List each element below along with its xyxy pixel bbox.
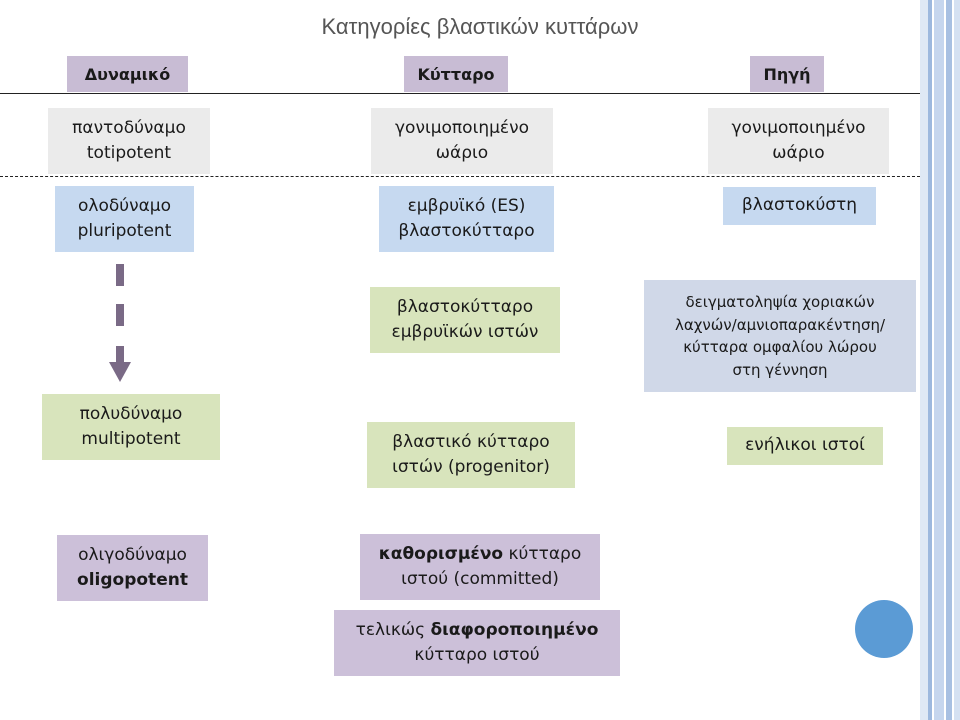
pluripotent-greek: ολοδύναμο (77, 195, 172, 216)
source-cvs-line3: κύτταρα ομφαλίου λώρου (683, 338, 877, 356)
multipotent-english: multipotent (81, 429, 181, 449)
cell-terminal-box: τελικώς διαφοροποιημένο κύτταρο ιστού (334, 610, 620, 676)
pluripotent-box: ολοδύναμο pluripotent (55, 186, 194, 252)
source-cvs-line1: δειγματοληψία χοριακών (685, 293, 875, 311)
cell-es-line1: εμβρυϊκό (ES) (407, 195, 526, 216)
stripe-1 (920, 0, 928, 720)
arrow-dash-3 (116, 346, 124, 362)
source-cvs-line2: λαχνών/αμνιοπαρακέντηση/ (674, 315, 886, 334)
source-zygote-line2: ωάριο (772, 143, 825, 163)
cell-terminal-line2: κύτταρο ιστού (414, 645, 540, 665)
arrow-head (109, 362, 131, 382)
dashed-divider-line (0, 176, 920, 177)
cell-zygote-line2: ωάριο (435, 143, 489, 163)
stripe-4 (946, 0, 952, 720)
arrow-dash-1 (116, 264, 124, 286)
source-adult-label: ενήλικοι ιστοί (745, 435, 865, 456)
header-divider-line (0, 93, 920, 94)
totipotent-box: παντοδύναμο totipotent (48, 108, 210, 174)
multipotent-box: πολυδύναμο multipotent (42, 394, 220, 460)
cell-committed-rest: κύτταρο (503, 543, 582, 564)
cell-committed-box: καθορισμένο κύτταρο ιστού (committed) (360, 534, 600, 600)
cell-es-box: εμβρυϊκό (ES) βλαστοκύτταρο (379, 186, 554, 252)
totipotent-greek: παντοδύναμο (72, 117, 186, 138)
header-source: Πηγή (750, 56, 824, 92)
cell-es-line2: βλαστοκύτταρο (398, 221, 535, 241)
pluripotent-english: pluripotent (77, 221, 172, 241)
oligopotent-greek: ολιγοδύναμο (78, 544, 187, 565)
cell-fetal-line1: βλαστοκύτταρο (396, 296, 534, 317)
arrow-dash-2 (116, 304, 124, 326)
header-cell: Κύτταρο (404, 56, 508, 92)
cell-terminal-pre: τελικώς (355, 619, 431, 640)
source-cvs-line4: στη γέννηση (732, 360, 828, 379)
cell-fetal-line2: εμβρυϊκών ιστών (391, 322, 539, 342)
cell-committed-line2: ιστού (committed) (401, 569, 559, 589)
cell-terminal-line1: τελικώς διαφοροποιημένο (356, 618, 599, 644)
header-potency: Δυναμικό (67, 56, 188, 92)
cell-committed-line1: καθορισμένο κύτταρο (379, 542, 582, 568)
cell-zygote-box: γονιμοποιημένο ωάριο (371, 108, 553, 174)
totipotent-english: totipotent (86, 143, 172, 163)
cell-committed-bold: καθορισμένο (378, 543, 504, 564)
cell-progenitor-box: βλαστικό κύτταρο ιστών (progenitor) (367, 422, 575, 488)
stripe-2 (928, 0, 932, 720)
decorative-circle (855, 600, 913, 658)
source-zygote-box: γονιμοποιημένο ωάριο (708, 108, 889, 174)
oligopotent-box: ολιγοδύναμο oligopotent (57, 535, 208, 601)
cell-zygote-line1: γονιμοποιημένο (395, 117, 529, 138)
cell-progenitor-line1: βλαστικό κύτταρο (392, 431, 550, 452)
source-blastocyst-box: βλαστοκύστη (723, 187, 876, 225)
multipotent-greek: πολυδύναμο (79, 403, 183, 424)
potency-arrow (109, 264, 131, 382)
cell-progenitor-line2: ιστών (progenitor) (392, 457, 550, 477)
source-adult-box: ενήλικοι ιστοί (727, 427, 883, 465)
stripe-5 (954, 0, 960, 720)
oligopotent-english: oligopotent (77, 570, 188, 590)
stripe-3 (934, 0, 944, 720)
source-cvs-box: δειγματοληψία χοριακών λαχνών/αμνιοπαρακ… (644, 280, 916, 392)
cell-fetal-box: βλαστοκύτταρο εμβρυϊκών ιστών (370, 287, 560, 353)
source-blastocyst-label: βλαστοκύστη (741, 195, 858, 216)
slide-title: Κατηγορίες βλαστικών κυττάρων (321, 14, 639, 39)
cell-terminal-bold: διαφοροποιημένο (430, 619, 599, 640)
source-zygote-line1: γονιμοποιημένο (731, 117, 866, 138)
